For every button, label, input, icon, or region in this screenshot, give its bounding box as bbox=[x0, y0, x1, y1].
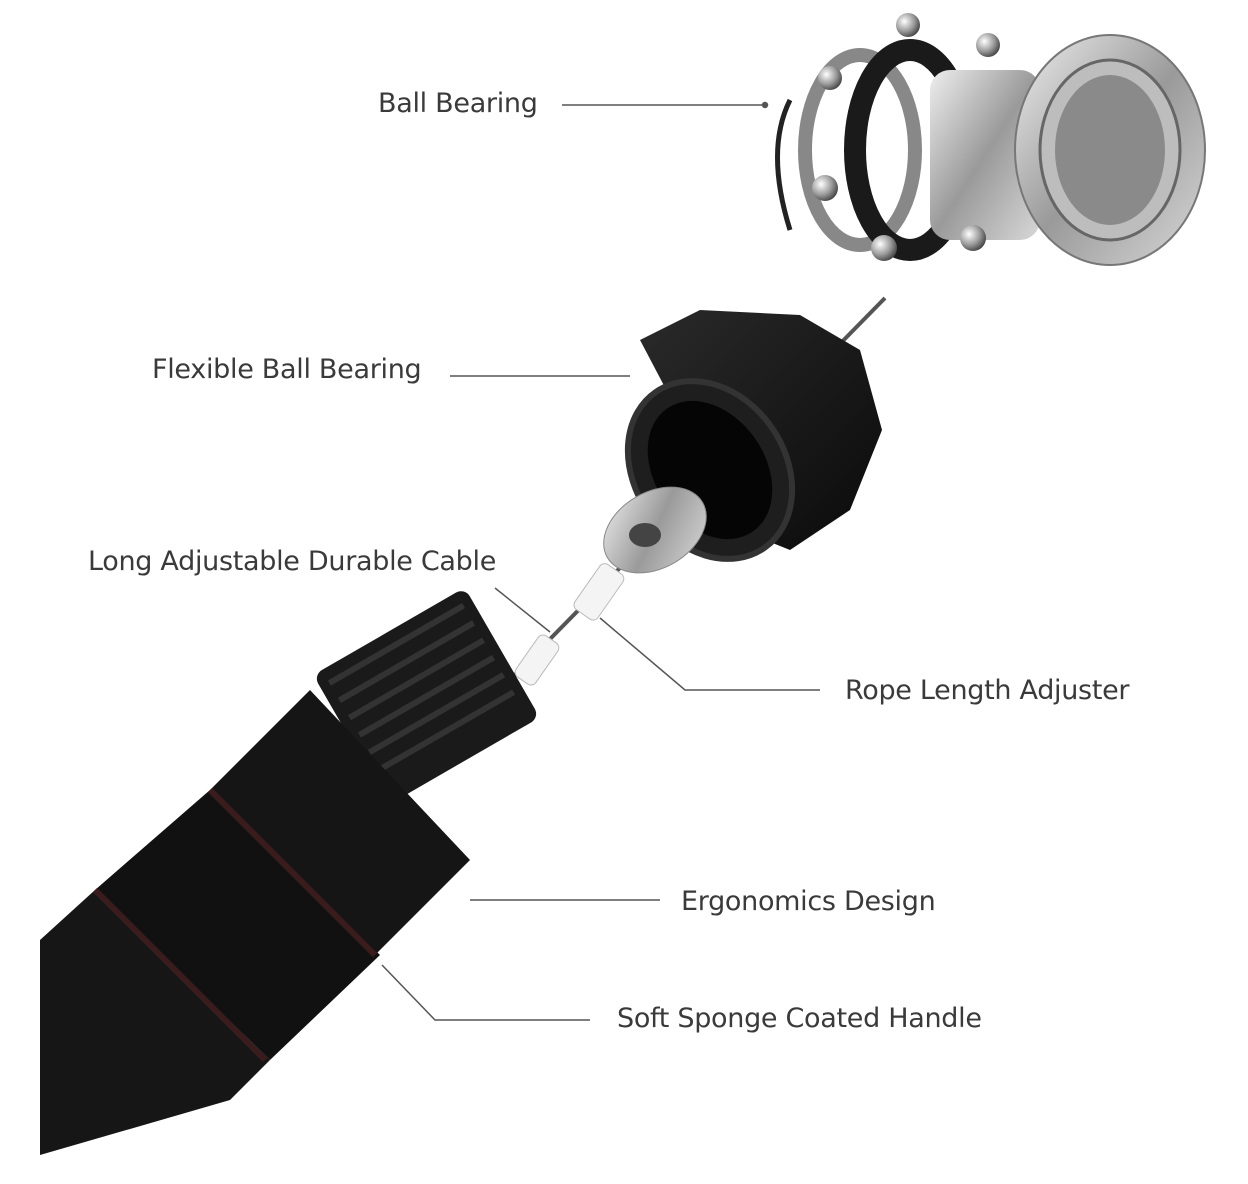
label-ball-bearing: Ball Bearing bbox=[378, 88, 538, 119]
ball-bearing-assembly bbox=[775, 13, 1206, 266]
metal-washer bbox=[603, 486, 707, 574]
label-ergonomics-design: Ergonomics Design bbox=[681, 886, 936, 917]
label-rope-length-adjuster: Rope Length Adjuster bbox=[845, 675, 1130, 706]
label-flexible-ball-bearing: Flexible Ball Bearing bbox=[152, 354, 422, 385]
leader-lines bbox=[381, 101, 820, 1021]
label-cable: Long Adjustable Durable Cable bbox=[88, 546, 497, 577]
rope-length-adjuster bbox=[514, 563, 625, 686]
handle bbox=[40, 591, 537, 1155]
label-soft-sponge-handle: Soft Sponge Coated Handle bbox=[617, 1003, 982, 1034]
